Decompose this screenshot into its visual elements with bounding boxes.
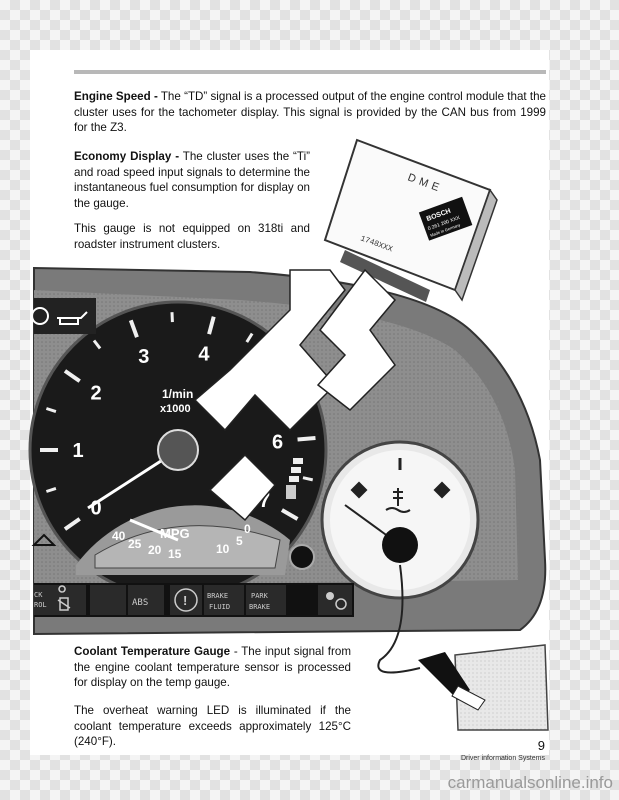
- brake-exclamation-icon: !: [183, 593, 187, 608]
- top-left-indicators: [31, 298, 96, 546]
- abs-light: ABS: [132, 598, 148, 608]
- coolant-gauge-heading: Coolant Temperature Gauge: [74, 645, 231, 658]
- tachometer-major-tick: [63, 369, 81, 383]
- oil-can-icon: [57, 311, 88, 325]
- tachometer-minor-tick: [302, 476, 314, 482]
- airbag-icon: [326, 592, 334, 600]
- tachometer-major-tick: [207, 316, 216, 335]
- tachometer-minor-tick: [45, 487, 57, 493]
- cruise-label-2: ROL: [34, 601, 47, 609]
- brake-fluid-label-1: BRAKE: [207, 592, 228, 600]
- mpg-needle: [129, 518, 179, 542]
- tachometer-number: 2: [91, 383, 102, 405]
- coolant-gauge-text: - The input signal from the engine coola…: [74, 645, 351, 689]
- coolant-icon: [385, 488, 411, 513]
- page-number: 9: [537, 738, 545, 753]
- tachometer-multiplier-label: x1000: [160, 403, 191, 415]
- brake-warning-icon: [174, 588, 198, 612]
- tachometer-minor-tick: [92, 339, 102, 350]
- tachometer-number: 7: [259, 490, 270, 512]
- engine-speed-heading: Engine Speed -: [74, 90, 158, 103]
- tachometer-number: 0: [91, 497, 102, 519]
- overheat-warning-paragraph: The overheat warning LED is illuminated …: [74, 704, 351, 748]
- tachometer-major-tick: [297, 435, 316, 442]
- engine-block-section: [454, 644, 549, 731]
- cold-zone-marker: [350, 481, 368, 499]
- economy-display-heading: Economy Display -: [74, 150, 180, 163]
- tachometer-number: 1: [72, 440, 83, 462]
- mpg-number: 25: [128, 537, 142, 551]
- mpg-number: 20: [148, 543, 162, 557]
- tachometer-hub: [157, 429, 199, 471]
- header-rule: [74, 70, 546, 74]
- mpg-number: 5: [236, 534, 243, 548]
- economy-display-text: The cluster uses the “Ti” and road speed…: [74, 150, 311, 210]
- triangle-warning-icon: [31, 533, 57, 546]
- tachometer-unit-label: 1/min: [162, 387, 193, 401]
- indicator-circle-icon: [31, 307, 49, 325]
- mpg-number: 15: [168, 547, 182, 561]
- sensor-probe: [451, 685, 486, 711]
- engine-speed-paragraph: Engine Speed - The “TD” signal is a proc…: [74, 89, 546, 136]
- economy-display-paragraph: Economy Display - The cluster uses the “…: [74, 149, 310, 211]
- tachometer-number: 6: [272, 431, 283, 453]
- tachometer-minor-tick: [245, 332, 254, 343]
- mpg-number: 0: [244, 522, 251, 536]
- hot-zone-marker: [433, 481, 451, 499]
- tachometer-number: 3: [138, 346, 149, 368]
- cruise-label-1: CK: [34, 591, 43, 599]
- coolant-gauge-paragraph: Coolant Temperature Gauge - The input si…: [74, 644, 351, 691]
- watermark: carmanualsonline.info: [447, 773, 613, 792]
- coolant-temperature-sensor: [377, 564, 549, 731]
- park-brake-label-2: BRAKE: [249, 603, 270, 611]
- tachometer-number: 4: [198, 343, 210, 365]
- not-equipped-note: This gauge is not equipped on 318ti and …: [74, 222, 310, 251]
- overheat-warning-led: [289, 544, 315, 570]
- tachometer-major-tick: [280, 508, 299, 521]
- tachometer-numbers: 01234567: [72, 343, 283, 519]
- tachometer-minor-tick: [45, 407, 57, 413]
- mpg-label: MPG: [160, 526, 190, 541]
- brake-fluid-label-2: FLUID: [209, 603, 230, 611]
- sensor-wire: [377, 564, 421, 674]
- coolant-hub: [382, 527, 418, 563]
- engine-speed-text: The “TD” signal is a processed output of…: [74, 90, 546, 134]
- section-footer: Driver information Systems: [460, 755, 545, 762]
- redline-segments: [286, 458, 303, 499]
- tachometer-major-tick: [128, 319, 139, 338]
- mpg-number: 40: [112, 529, 126, 543]
- park-brake-label-1: PARK: [251, 592, 269, 600]
- dme-control-module: DME BOSCH 0 261 200 XXX Made in Germany …: [323, 138, 498, 302]
- seatbelt-icon: [57, 585, 71, 611]
- mpg-number: 10: [216, 542, 230, 556]
- signal-path-arrows: [193, 268, 397, 522]
- warning-light-strip: CK ROL ABS ! BRAKE FLUID PARK BRAKE: [34, 583, 354, 617]
- coolant-temperature-gauge: [289, 440, 480, 600]
- tachometer-major-tick: [63, 517, 81, 531]
